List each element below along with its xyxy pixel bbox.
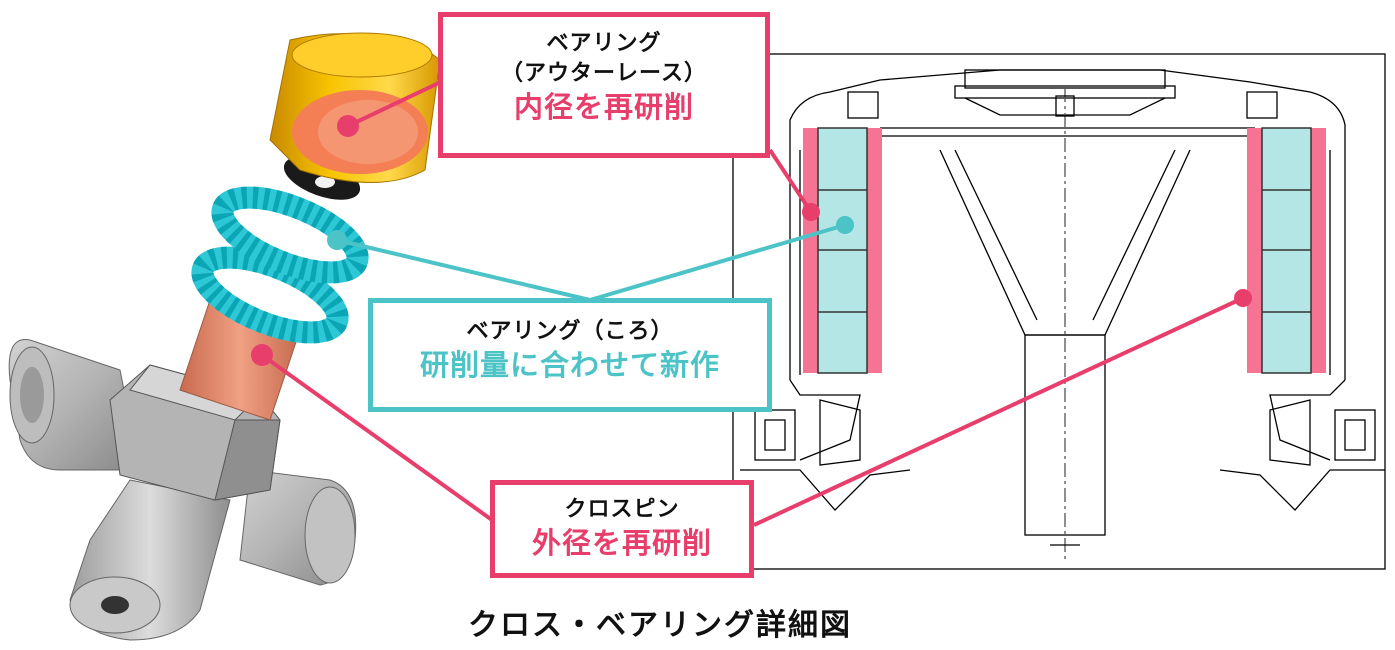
- section-roller-dot: [836, 216, 854, 234]
- leader-pin-right: [753, 296, 1244, 527]
- callout-outer-race-title-1: ベアリング: [546, 31, 662, 56]
- callout-cross-pin-title: クロスピン: [564, 497, 680, 522]
- right-inner-race-strip: [1247, 128, 1262, 373]
- section-inner-race-dot: [1234, 289, 1252, 307]
- callout-rollers-title: ベアリング（ころ）: [466, 319, 674, 344]
- leader-rollers-right: [589, 223, 846, 302]
- outer-race-part: [269, 32, 441, 183]
- section-outer-race-dot: [802, 203, 820, 221]
- diagram-caption: クロス・ベアリング詳細図: [468, 608, 852, 643]
- left-inner-race-strip: [867, 128, 882, 373]
- leader-pin-left: [260, 353, 494, 522]
- leader-lines: [260, 78, 1244, 527]
- callout-cross-pin-action: 外径を再研削: [531, 526, 712, 560]
- cross-section-drawing: [732, 53, 1386, 570]
- leader-outer-race-left: [347, 78, 446, 128]
- left-outer-race-strip: [803, 128, 818, 373]
- callout-rollers-action: 研削量に合わせて新作: [419, 348, 720, 382]
- section-bearing-left: [803, 127, 882, 374]
- leader-outer-race-right: [768, 148, 813, 214]
- callout-outer-race-action: 内径を再研削: [513, 90, 694, 124]
- exploded-3d-view: [8, 32, 441, 641]
- callout-outer-race-title-2: （アウターレース）: [501, 61, 707, 86]
- right-outer-race-strip: [1311, 128, 1326, 373]
- leader-rollers-left: [336, 238, 591, 302]
- callout-rollers: ベアリング（ころ） 研削量に合わせて新作: [368, 298, 772, 412]
- callout-outer-race: ベアリング （アウターレース） 内径を再研削: [438, 12, 770, 158]
- cross-pin-part: [8, 339, 357, 641]
- callout-cross-pin: クロスピン 外径を再研削: [490, 480, 754, 578]
- section-bearing-right: [1247, 127, 1326, 374]
- roller-rings-part: [191, 186, 369, 344]
